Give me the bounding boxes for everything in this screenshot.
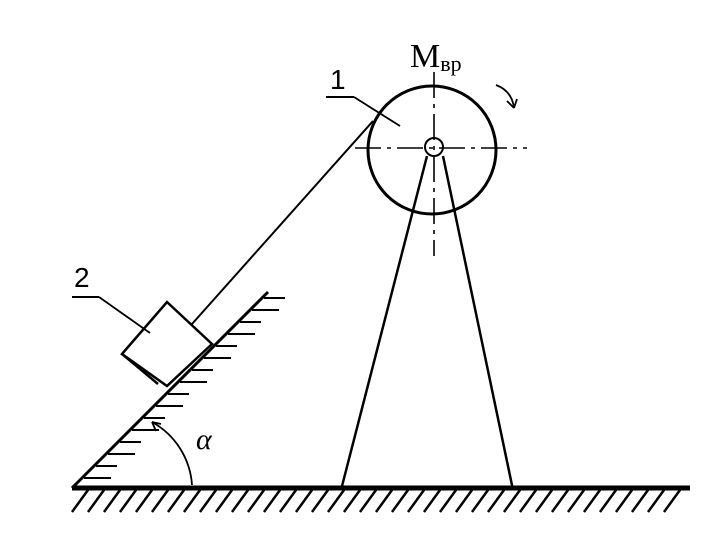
ground-hatch-line — [374, 489, 394, 513]
cable — [191, 120, 374, 325]
inclined-plane — [70, 290, 285, 490]
angle-label: α — [196, 423, 212, 456]
ground-hatching — [70, 489, 682, 513]
ground-hatch-line — [550, 489, 570, 513]
ground-hatch-line — [470, 489, 490, 513]
ground-hatch-line — [102, 489, 122, 513]
ground-hatch-line — [438, 489, 458, 513]
ground-hatch-line — [182, 489, 202, 513]
ground-hatch-line — [246, 489, 266, 513]
pulley-support — [339, 155, 515, 491]
ground-hatch-line — [662, 489, 682, 513]
ground-hatch-line — [422, 489, 442, 513]
ground-hatch-line — [358, 489, 378, 513]
ground-hatch-line — [646, 489, 666, 513]
ground-hatch-line — [278, 489, 298, 513]
ground-hatch-line — [230, 489, 250, 513]
torque-label: Mвр — [410, 40, 462, 75]
torque-symbol: M — [410, 38, 441, 75]
ground-hatch-line — [134, 489, 154, 513]
incline-hatching — [84, 297, 285, 479]
ground-hatch-line — [614, 489, 634, 513]
ground-hatch-line — [486, 489, 506, 513]
angle-arc — [151, 421, 193, 486]
ground-hatch-line — [166, 489, 186, 513]
ground-hatch-line — [406, 489, 426, 513]
pulley-label: 1 — [330, 64, 346, 95]
ground-hatch-line — [86, 489, 106, 513]
ground-hatch-line — [582, 489, 602, 513]
ground-hatch-line — [70, 489, 90, 513]
ground-hatch-line — [294, 489, 314, 513]
ground-hatch-line — [630, 489, 650, 513]
label-leaders — [72, 96, 401, 334]
ground-hatch-line — [454, 489, 474, 513]
ground-hatch-line — [326, 489, 346, 513]
ground-hatch-line — [118, 489, 138, 513]
load-label: 2 — [74, 262, 90, 293]
ground-hatch-line — [534, 489, 554, 513]
ground-hatch-line — [262, 489, 282, 513]
ground-hatch-line — [518, 489, 538, 513]
ground-hatch-line — [214, 489, 234, 513]
torque-subscript: вр — [440, 51, 462, 76]
ground-hatch-line — [342, 489, 362, 513]
ground-hatch-line — [310, 489, 330, 513]
ground-hatch-line — [390, 489, 410, 513]
torque-arrow — [495, 84, 518, 109]
load-block — [120, 300, 214, 388]
ground-hatch-line — [566, 489, 586, 513]
ground-hatch-line — [150, 489, 170, 513]
ground-hatch-line — [598, 489, 618, 513]
pulley — [355, 72, 527, 256]
ground-hatch-line — [198, 489, 218, 513]
ground — [70, 485, 690, 513]
ground-hatch-line — [502, 489, 522, 513]
